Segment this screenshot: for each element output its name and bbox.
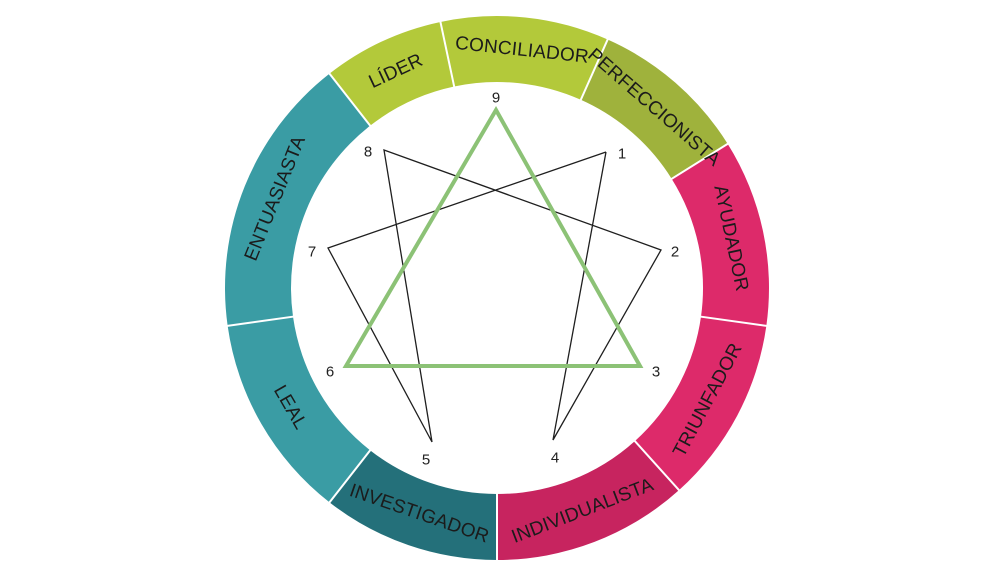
point-number-7: 7 [308, 244, 316, 261]
segment-investigador [329, 450, 497, 560]
point-number-4: 4 [551, 450, 559, 467]
point-number-1: 1 [618, 146, 626, 163]
segment-dividers [215, 9, 779, 567]
point-number-3: 3 [652, 364, 660, 381]
segment-divider [215, 314, 302, 329]
segment-divider [664, 136, 739, 184]
segment-individualista [497, 441, 680, 560]
segment-divider [321, 63, 376, 133]
segment-divider [321, 443, 376, 513]
point-number-9: 9 [492, 90, 500, 107]
segment-entuasiasta [225, 73, 371, 326]
segment-conciliador [440, 16, 608, 100]
hexad-line [327, 149, 662, 443]
segment-triunfador [634, 316, 767, 491]
personality-wheel [225, 16, 769, 560]
segment-lider [329, 21, 455, 126]
segment-leal [227, 316, 371, 503]
point-number-6: 6 [326, 364, 334, 381]
point-number-8: 8 [364, 144, 372, 161]
enneagram-lines [327, 105, 662, 443]
segment-divider [692, 314, 779, 329]
segment-divider [628, 434, 688, 500]
segment-divider [436, 9, 457, 95]
point-labels: 9 1 2 3 4 5 6 7 8 [308, 90, 679, 469]
point-number-2: 2 [671, 244, 679, 261]
segment-divider [576, 28, 614, 108]
green-triangle [342, 105, 644, 368]
point-number-5: 5 [422, 452, 430, 469]
segment-perfeccionista [580, 39, 728, 179]
segment-ayudador [671, 143, 769, 326]
